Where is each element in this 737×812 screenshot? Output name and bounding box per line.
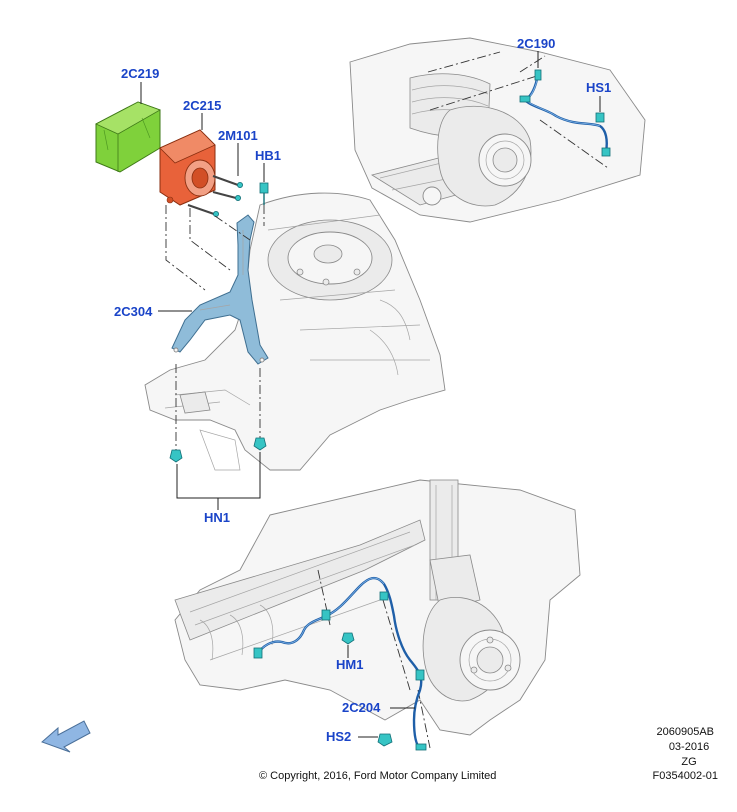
callout-hs2: HS2	[326, 729, 351, 744]
strut-tower	[267, 219, 393, 301]
hm1-nut	[341, 632, 355, 654]
callout-2m101: 2M101	[218, 128, 258, 143]
reference-date: 03-2016	[669, 741, 709, 753]
rear-suspension-view	[349, 37, 646, 223]
front-strut	[429, 479, 481, 611]
reference-code-2: ZG	[681, 756, 696, 768]
front-direction-arrow-icon	[41, 720, 91, 753]
callout-hm1: HM1	[336, 657, 363, 672]
hs2-bolt	[358, 733, 393, 747]
abs-module-bracket	[171, 214, 269, 365]
front-wheel-speed-sensor-harness	[253, 576, 427, 751]
callout-2c215: 2C215	[183, 98, 221, 113]
callout-2c219: 2C219	[121, 66, 159, 81]
rear-wheel-speed-sensor-harness	[519, 69, 611, 157]
hn1-nuts	[169, 364, 267, 510]
callout-2c304: 2C304	[114, 304, 153, 319]
front-suspension-view	[174, 479, 581, 751]
abs-control-module	[95, 101, 161, 173]
figure-number: F0354002-01	[653, 770, 718, 782]
hs1-bolt	[595, 96, 605, 123]
rear-knuckle	[422, 105, 532, 207]
hb1-bolt	[259, 182, 269, 205]
callout-hb1: HB1	[255, 148, 281, 163]
callout-2c204: 2C204	[342, 700, 381, 715]
copyright-notice: © Copyright, 2016, Ford Motor Company Li…	[259, 770, 496, 782]
abs-hydraulic-unit	[159, 129, 216, 206]
callout-hn1: HN1	[204, 510, 230, 525]
callout-hs1: HS1	[586, 80, 611, 95]
front-knuckle	[422, 597, 521, 702]
callout-2c190: 2C190	[517, 36, 555, 51]
reference-code-1: 2060905AB	[657, 726, 715, 738]
front-body-structure	[144, 192, 446, 471]
